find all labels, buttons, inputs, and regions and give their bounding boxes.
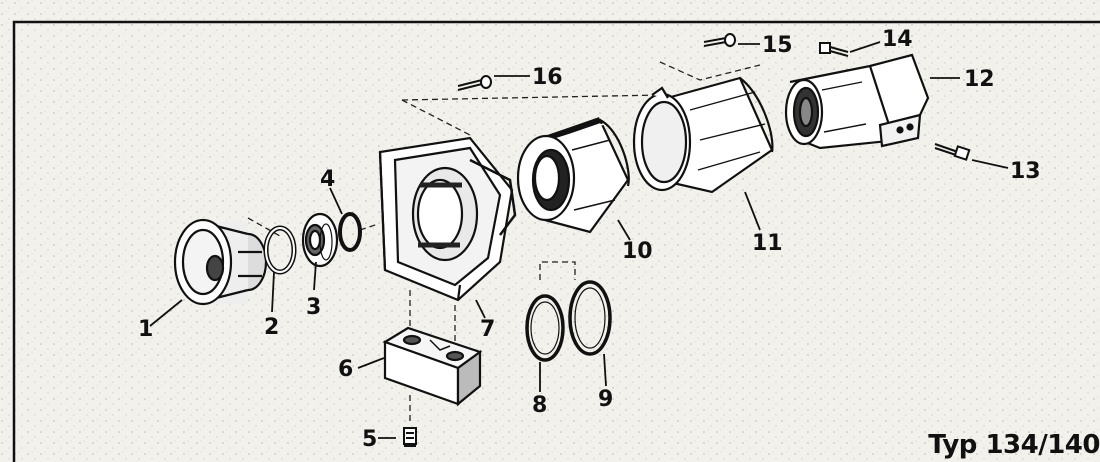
part-number-14: 14 — [882, 27, 913, 52]
part-number-4: 4 — [320, 167, 335, 192]
part-number-15: 15 — [762, 33, 793, 58]
assembly-guide-lines — [247, 61, 761, 425]
screw-15-part — [703, 33, 736, 47]
part-number-13: 13 — [1010, 159, 1041, 184]
leader-lines — [149, 41, 1009, 439]
cylinder-part — [516, 117, 630, 234]
shell-part — [632, 76, 774, 194]
part-number-8: 8 — [532, 393, 547, 418]
screw-16-part — [457, 75, 492, 91]
part-number-10: 10 — [622, 239, 653, 264]
pulley-part — [173, 218, 268, 306]
part-number-9: 9 — [598, 387, 613, 412]
part-number-3: 3 — [306, 295, 321, 320]
part-number-12: 12 — [964, 67, 995, 92]
bearing-part — [301, 212, 339, 268]
housing-part — [378, 136, 517, 302]
mount-block-part — [382, 326, 483, 407]
part-number-11: 11 — [752, 231, 783, 256]
o-ring-part — [568, 280, 612, 356]
type-label: Typ 134/140 — [928, 430, 1100, 460]
part-number-16: 16 — [532, 65, 563, 90]
screw-part — [403, 427, 417, 447]
part-number-5: 5 — [362, 427, 377, 452]
part-number-7: 7 — [480, 317, 495, 342]
snap-ring-part — [263, 225, 297, 275]
frame-border — [12, 20, 1100, 462]
part-number-2: 2 — [264, 315, 279, 340]
screw-13-part — [934, 143, 971, 161]
part-number-6: 6 — [338, 357, 353, 382]
retaining-ring-part — [338, 212, 362, 252]
part-number-1: 1 — [138, 317, 153, 342]
thin-ring-part — [525, 294, 565, 362]
screw-14-part — [819, 42, 849, 57]
motor-housing-part — [784, 53, 930, 150]
